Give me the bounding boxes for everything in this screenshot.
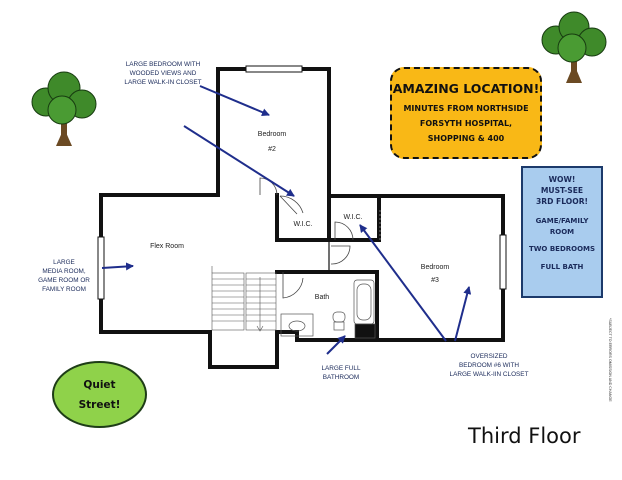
floor-title: Third Floor bbox=[468, 424, 581, 448]
room-bedroom2-name: Bedroom bbox=[258, 131, 287, 138]
bath-fixtures bbox=[280, 210, 381, 339]
callout-bath: LARGE FULL BATHROOM bbox=[321, 365, 361, 381]
callout-bedroom3: OVERSIZED BEDROOM #6 WITH LARGE WALK-IIN… bbox=[449, 353, 529, 378]
room-wic-left: W.I.C. bbox=[293, 221, 312, 228]
promo-line: FORSYTH HOSPITAL, bbox=[419, 118, 513, 128]
tree-icon bbox=[541, 11, 607, 83]
features-box: WOW! MUST-SEE 3RD FLOOR! GAME/FAMILY ROO… bbox=[521, 166, 603, 298]
room-bath: Bath bbox=[315, 294, 330, 301]
location-promo-box: AMAZING LOCATION! MINUTES FROM NORTHSIDE… bbox=[390, 67, 542, 159]
feature-item: TWO BEDROOMS bbox=[528, 245, 596, 253]
feature-heading: 3RD FLOOR! bbox=[535, 197, 589, 206]
tree-icon bbox=[31, 71, 97, 146]
disclaimer-text: *SUBJECT TO ERRORS OMISSION AND CHANGE bbox=[608, 318, 612, 402]
room-wic-right: W.I.C. bbox=[343, 214, 362, 221]
callout-media-room: LARGE MEDIA ROOM, GAME ROOM OR FAMILY RO… bbox=[38, 259, 90, 293]
disclaimer: *SUBJECT TO ERRORS OMISSION AND CHANGE bbox=[604, 318, 614, 408]
room-flex: Flex Room bbox=[150, 243, 184, 250]
feature-item: ROOM bbox=[549, 228, 575, 236]
room-bedroom2-num: #2 bbox=[268, 146, 276, 153]
feature-heading: MUST-SEE bbox=[540, 186, 584, 195]
room-bedroom3-name: Bedroom bbox=[421, 264, 450, 271]
feature-item: FULL BATH bbox=[540, 263, 584, 271]
callout-arrows bbox=[101, 85, 472, 355]
room-bedroom3-num: #3 bbox=[431, 277, 439, 284]
feature-item: GAME/FAMILY bbox=[535, 217, 589, 225]
quiet-street-badge: Quiet Street! bbox=[52, 361, 147, 428]
callout-bedroom2: LARGE BEDROOM WITH WOODED VIEWS AND LARG… bbox=[124, 61, 202, 86]
stairs bbox=[211, 266, 277, 332]
promo-line: MINUTES FROM NORTHSIDE bbox=[403, 103, 529, 113]
promo-headline: AMAZING LOCATION! bbox=[392, 80, 540, 96]
promo-line: SHOPPING & 400 bbox=[427, 133, 505, 143]
feature-heading: WOW! bbox=[548, 175, 576, 184]
doors bbox=[259, 177, 354, 299]
